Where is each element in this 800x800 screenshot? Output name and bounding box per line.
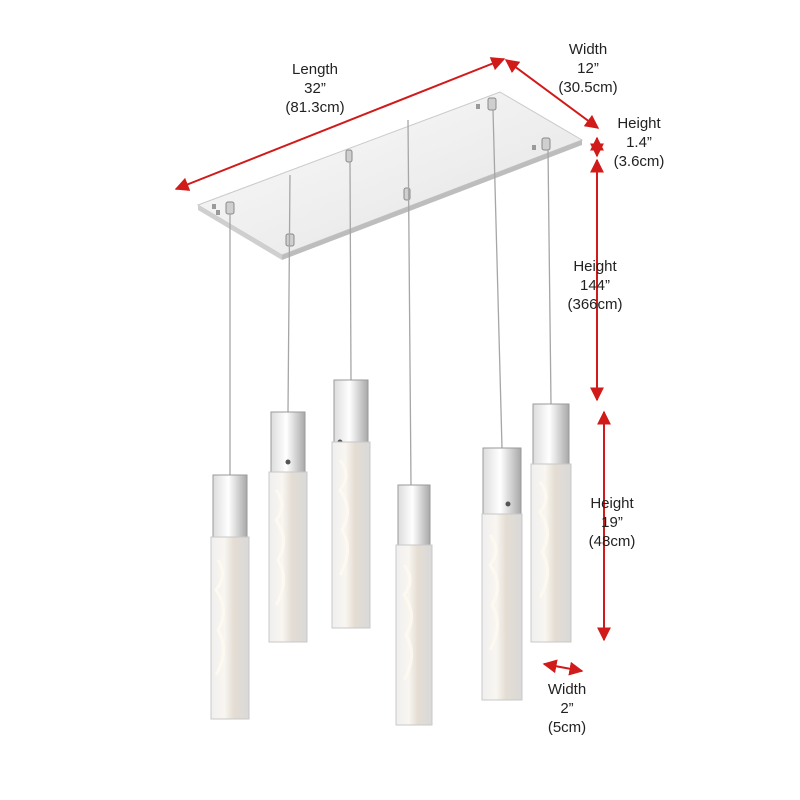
- pendant-height-imperial: 19”: [601, 514, 623, 531]
- dimension-arrows: [174, 57, 611, 676]
- length-name: Length: [292, 61, 338, 78]
- pendant-width-imperial: 2”: [560, 700, 574, 717]
- pendant-width-name: Width: [547, 681, 587, 698]
- pendant-width-label: Width 2” (5cm): [527, 680, 607, 737]
- length-imperial: 32”: [304, 80, 326, 97]
- length-label: Length 32” (81.3cm): [275, 60, 355, 117]
- canopy-width-arrow: [504, 59, 600, 129]
- overall-height-metric: (366cm): [567, 296, 623, 313]
- canopy-width-name: Width: [568, 41, 608, 58]
- overall-height-label: Height 144” (366cm): [555, 257, 635, 314]
- canopy-plate: [196, 91, 584, 260]
- overall-height-imperial: 144”: [579, 277, 611, 294]
- canopy-width-label: Width 12” (30.5cm): [548, 40, 628, 97]
- pendant-width-arrow: [542, 659, 584, 676]
- length-metric: (81.3cm): [285, 99, 345, 116]
- pendant-3: [331, 379, 371, 629]
- pendant-width-metric: (5cm): [547, 719, 587, 736]
- canopy-height-imperial: 1.4”: [626, 134, 652, 151]
- pendant-2: [268, 411, 308, 643]
- pendant-height-name: Height: [590, 495, 634, 512]
- pendant-height-label: Height 19” (48cm): [572, 494, 652, 551]
- canopy-height-label: Height 1.4” (3.6cm): [599, 114, 679, 171]
- pendant-6: [530, 403, 572, 643]
- pendant-1: [210, 474, 250, 720]
- canopy-height-name: Height: [617, 115, 661, 132]
- pendant-height-metric: (48cm): [588, 533, 636, 550]
- pendant-5: [481, 447, 523, 701]
- length-arrow: [174, 57, 506, 191]
- canopy-width-metric: (30.5cm): [558, 79, 618, 96]
- overall-height-name: Height: [573, 258, 617, 275]
- canopy-height-metric: (3.6cm): [613, 153, 665, 170]
- pendant-4: [395, 484, 433, 726]
- canopy-width-imperial: 12”: [577, 60, 599, 77]
